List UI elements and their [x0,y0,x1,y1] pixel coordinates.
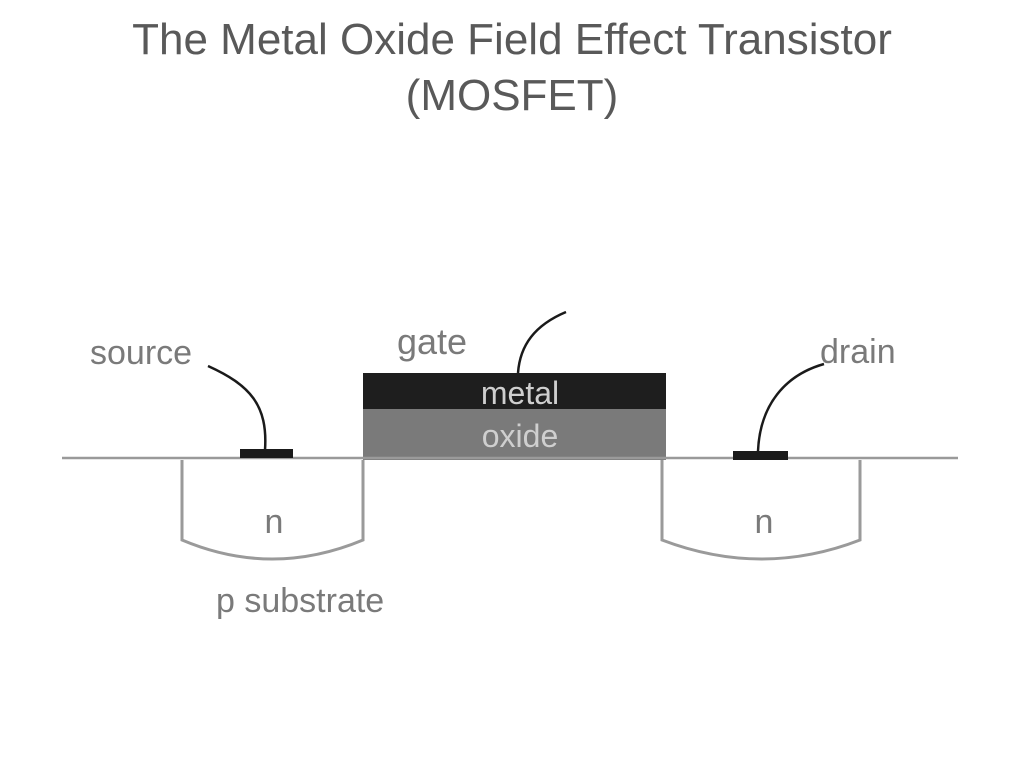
n-region-left [180,460,365,561]
oxide-layer [363,408,666,460]
label-n-left: n [265,503,284,541]
label-oxide: oxide [482,418,559,454]
label-p-substrate: p substrate [216,582,384,620]
label-n-right: n [755,503,774,541]
n-region-right [660,460,862,561]
gate-leader-line [516,310,567,374]
label-drain: drain [820,333,896,371]
slide-title: The Metal Oxide Field Effect Transistor … [0,12,1024,124]
title-line-1: The Metal Oxide Field Effect Transistor [132,15,892,64]
source-contact [240,449,293,458]
label-source: source [90,334,192,372]
title-line-2: (MOSFET) [405,71,619,120]
metal-layer [363,373,666,409]
source-leader-line [207,364,267,451]
drain-contact [733,451,788,460]
label-gate: gate [397,321,467,362]
drain-leader-line [756,362,825,452]
label-metal: metal [481,375,559,411]
